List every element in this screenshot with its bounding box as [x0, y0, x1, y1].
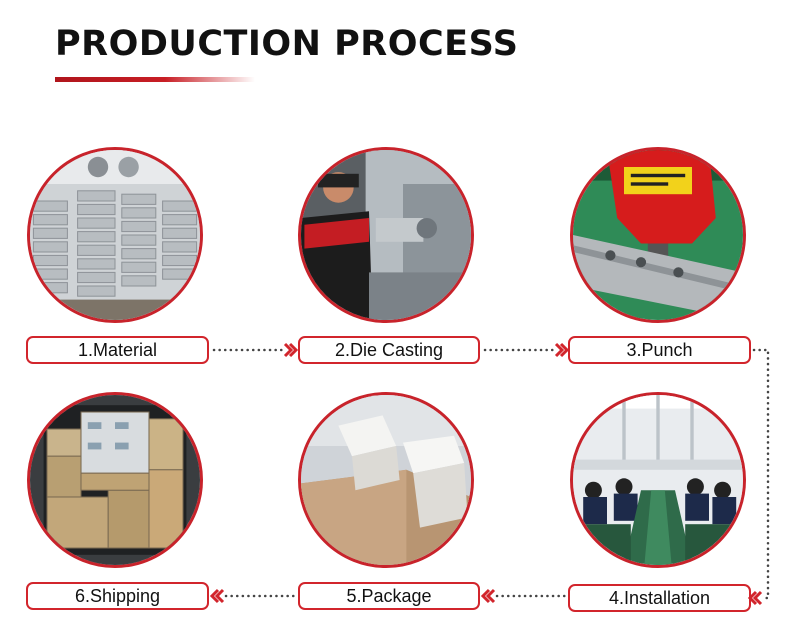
- photo-installation: [570, 392, 746, 568]
- photo-punch: [570, 147, 746, 323]
- page-title: PRODUCTION PROCESS: [55, 24, 519, 64]
- connector-5-6: [209, 587, 298, 605]
- arrow-left-icon: [752, 590, 763, 606]
- arrow-left-icon: [485, 588, 496, 604]
- connector-2-3: [483, 341, 570, 359]
- title-underline: [55, 77, 255, 82]
- connector-4-5: [480, 587, 567, 605]
- step-label-package: 5.Package: [298, 582, 480, 610]
- photo-die-casting: [298, 147, 474, 323]
- step-label-shipping: 6.Shipping: [26, 582, 209, 610]
- arrow-left-icon: [214, 588, 225, 604]
- connector-1-2: [212, 341, 299, 359]
- photo-material: [27, 147, 203, 323]
- arrow-right-icon: [554, 342, 565, 358]
- arrow-right-icon: [283, 342, 294, 358]
- step-label-punch: 3.Punch: [568, 336, 751, 364]
- step-label-material: 1.Material: [26, 336, 209, 364]
- photo-package: [298, 392, 474, 568]
- step-label-die-casting: 2.Die Casting: [298, 336, 480, 364]
- step-label-installation: 4.Installation: [568, 584, 751, 612]
- connector-3-4: [747, 340, 778, 608]
- photo-shipping: [27, 392, 203, 568]
